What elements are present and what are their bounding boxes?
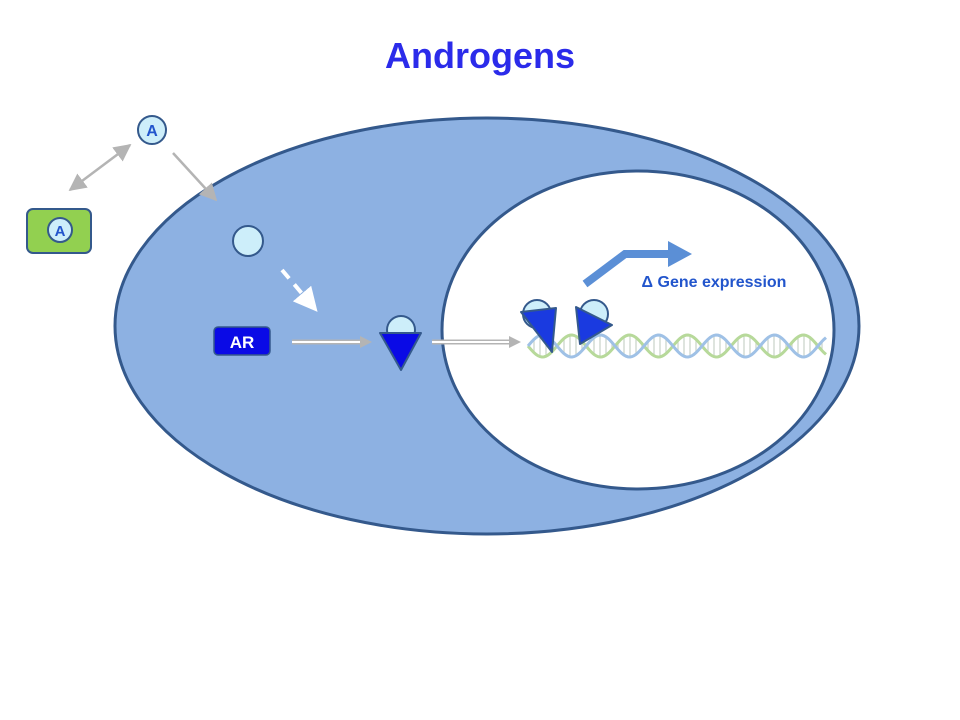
entry-arrow	[172, 152, 218, 202]
complex-receptor-icon	[379, 332, 422, 371]
androgen-receptor-label: AR	[230, 333, 255, 352]
nucleus	[440, 169, 836, 491]
free-androgen: A	[137, 115, 167, 145]
free-androgen-icon	[137, 115, 167, 145]
gene-expression-arrow-icon	[582, 241, 692, 288]
dna-icon	[526, 333, 827, 359]
dimer-receptor-right-icon	[575, 306, 613, 345]
gene-expression-label: Δ Gene expression	[642, 274, 787, 291]
intracellular-androgen-icon	[232, 225, 264, 257]
page-title: Androgens	[385, 35, 575, 76]
nuclear-translocation-arrow	[432, 336, 521, 348]
receptor-dimer	[520, 299, 613, 353]
dimer-receptor-left-icon	[520, 307, 557, 353]
bound-androgen-icon	[47, 217, 73, 243]
bound-androgen: A	[26, 208, 92, 254]
receptor-activation-arrow	[292, 336, 372, 348]
dna-strand-b	[526, 333, 827, 359]
free-androgen-label: A	[146, 123, 158, 140]
androgen-receptor-complex	[379, 315, 422, 371]
dna-strand-a	[526, 333, 827, 359]
equilibrium-arrow	[68, 143, 132, 192]
androgen-receptor: AR	[213, 326, 271, 356]
binding-arrow	[280, 268, 318, 312]
androgen-receptor-box	[213, 326, 271, 356]
bound-androgen-label: A	[55, 223, 66, 240]
